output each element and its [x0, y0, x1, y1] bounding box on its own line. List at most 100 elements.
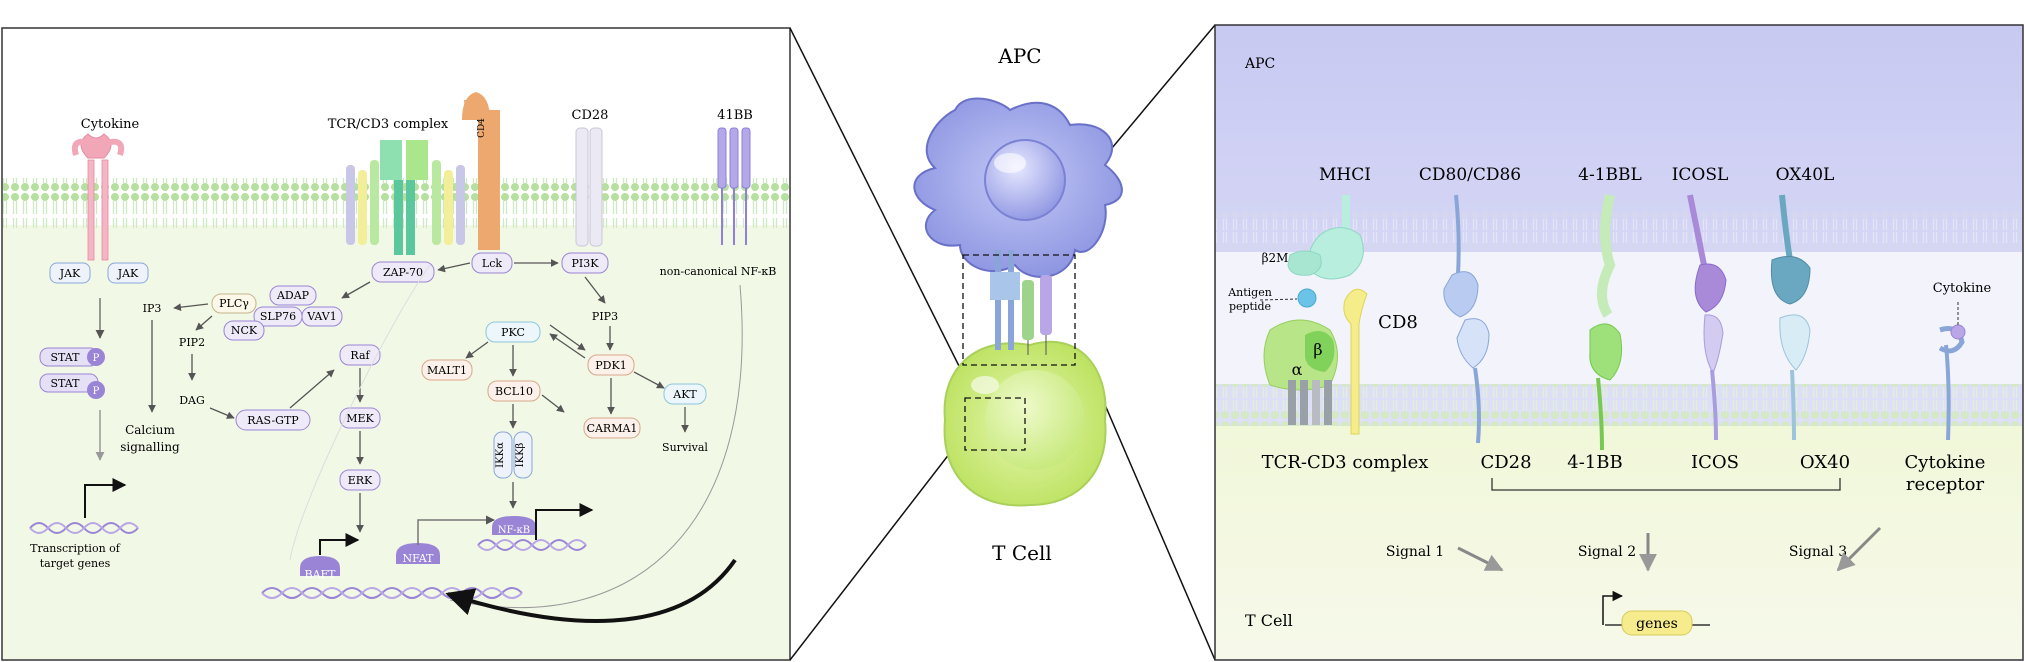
apc-cell-icon [913, 97, 1123, 278]
41bb-icon [717, 127, 751, 245]
survival-label: Survival [662, 441, 708, 454]
svg-text:Lck: Lck [482, 257, 502, 270]
tcell-corner-label: T Cell [1245, 611, 1293, 630]
svg-text:genes: genes [1636, 616, 1678, 632]
svg-text:AKT: AKT [672, 388, 697, 401]
b2m-icon [1287, 250, 1322, 276]
svg-text:PKC: PKC [501, 326, 525, 339]
cd28-icon [575, 127, 603, 247]
svg-text:IKKβ: IKKβ [515, 442, 526, 467]
apc-title: APC [997, 44, 1041, 68]
stat-label: STAT [51, 377, 81, 390]
ox40-receptor-label: OX40 [1800, 452, 1850, 473]
beta-label: β [1313, 340, 1322, 359]
cd8-icon [1343, 288, 1368, 435]
calcium-label-2: signalling [120, 440, 180, 454]
41bb-label: 41BB [717, 108, 753, 123]
jak-label: JAK [117, 267, 139, 280]
41bbl-label: 4-1BBL [1578, 165, 1642, 185]
transcription-label-1: Transcription of [30, 542, 121, 555]
41bb-receptor-icon [1589, 323, 1623, 451]
nck-node [223, 320, 265, 341]
vav1-node [301, 306, 343, 327]
antigen-label-2: peptide [1229, 300, 1271, 313]
cd80-cd86-label: CD80/CD86 [1419, 165, 1521, 185]
calcium-label-1: Calcium [125, 423, 175, 437]
b2m-label: β2M [1262, 251, 1289, 265]
ox40-receptor-icon [1779, 314, 1811, 441]
lck-node [471, 252, 513, 274]
plcg-node [211, 293, 257, 314]
41bb-receptor-label: 4-1BB [1567, 452, 1622, 473]
phospho-icon [87, 381, 105, 399]
pkc-node [485, 321, 541, 343]
signal1-arrow [1457, 546, 1504, 572]
icos-receptor-icon [1703, 314, 1724, 441]
svg-text:RAS-GTP: RAS-GTP [247, 414, 299, 427]
cd28-label: CD28 [572, 108, 609, 123]
ox40l-label: OX40L [1776, 165, 1835, 185]
phospho-icon [87, 348, 105, 366]
malt1-node [421, 359, 473, 381]
svg-text:BAFT: BAFT [305, 568, 337, 581]
svg-text:P: P [93, 353, 100, 364]
antigen-peptide-icon [1297, 288, 1317, 308]
tcr-cd3-label: TCR-CD3 complex [1262, 452, 1429, 473]
svg-text:PDK1: PDK1 [595, 359, 626, 372]
icos-receptor-label: ICOS [1691, 452, 1739, 473]
cytokine-label: Cytokine [81, 117, 140, 132]
cd4-label: CD4 [477, 118, 487, 138]
pdk1-node [587, 354, 635, 376]
svg-text:MEK: MEK [346, 412, 374, 425]
jak-node [49, 262, 91, 284]
alpha-label: α [1292, 360, 1303, 379]
dna-icon [29, 522, 139, 534]
costim-bracket [1491, 478, 1841, 491]
svg-text:BCL10: BCL10 [495, 385, 533, 398]
icosl-icon [1687, 194, 1727, 313]
dna-icon [261, 587, 523, 599]
jak-node [107, 262, 149, 284]
synapse-receptors-icon [990, 250, 1052, 355]
ras-gtp-node [235, 409, 311, 431]
pi3k-node [561, 252, 609, 274]
svg-text:ZAP-70: ZAP-70 [383, 266, 423, 279]
cytokine-receptor-right-icon [1938, 324, 1966, 441]
zoom-box [964, 397, 1026, 451]
cd8-label: CD8 [1378, 312, 1418, 333]
dag-label: DAG [179, 394, 205, 407]
svg-text:VAV1: VAV1 [306, 310, 337, 323]
ip3-label: IP3 [143, 302, 162, 315]
antigen-label-1: Antigen [1227, 286, 1272, 299]
cytokine-receptor-label-2: receptor [1906, 474, 1985, 495]
svg-text:MALT1: MALT1 [427, 364, 467, 377]
ikkb-node [513, 431, 533, 479]
svg-text:ERK: ERK [348, 474, 373, 487]
tcell-title: T Cell [992, 541, 1052, 565]
cd28-receptor-label: CD28 [1480, 452, 1531, 473]
mek-node [339, 407, 381, 429]
apc-corner-label: APC [1244, 56, 1275, 72]
raf-node [339, 344, 381, 366]
nfat-node [396, 543, 440, 564]
svg-text:ADAP: ADAP [276, 289, 310, 302]
pip3-label: PIP3 [592, 310, 618, 323]
cd4-icon [462, 92, 500, 250]
cytokine-receptor-icon [72, 133, 124, 261]
svg-text:SLP76: SLP76 [260, 310, 296, 323]
svg-text:NFAT: NFAT [403, 552, 435, 565]
tcr-cd3-complex-label: TCR/CD3 complex [328, 117, 449, 132]
stat-label: STAT [51, 351, 81, 364]
center-panel: APC T Cell [913, 44, 1123, 565]
svg-text:PI3K: PI3K [572, 257, 600, 270]
svg-text:CARMA1: CARMA1 [587, 422, 638, 435]
jak-label: JAK [59, 267, 81, 280]
ox40l-icon [1770, 194, 1811, 305]
svg-text:NF-κB: NF-κB [498, 525, 530, 536]
nfkb-node [492, 516, 536, 535]
signal3-arrow [1836, 526, 1882, 572]
transcription-label-2: target genes [40, 557, 111, 570]
tcr-cd3-icon [1263, 319, 1338, 425]
svg-text:IKKα: IKKα [495, 442, 506, 468]
